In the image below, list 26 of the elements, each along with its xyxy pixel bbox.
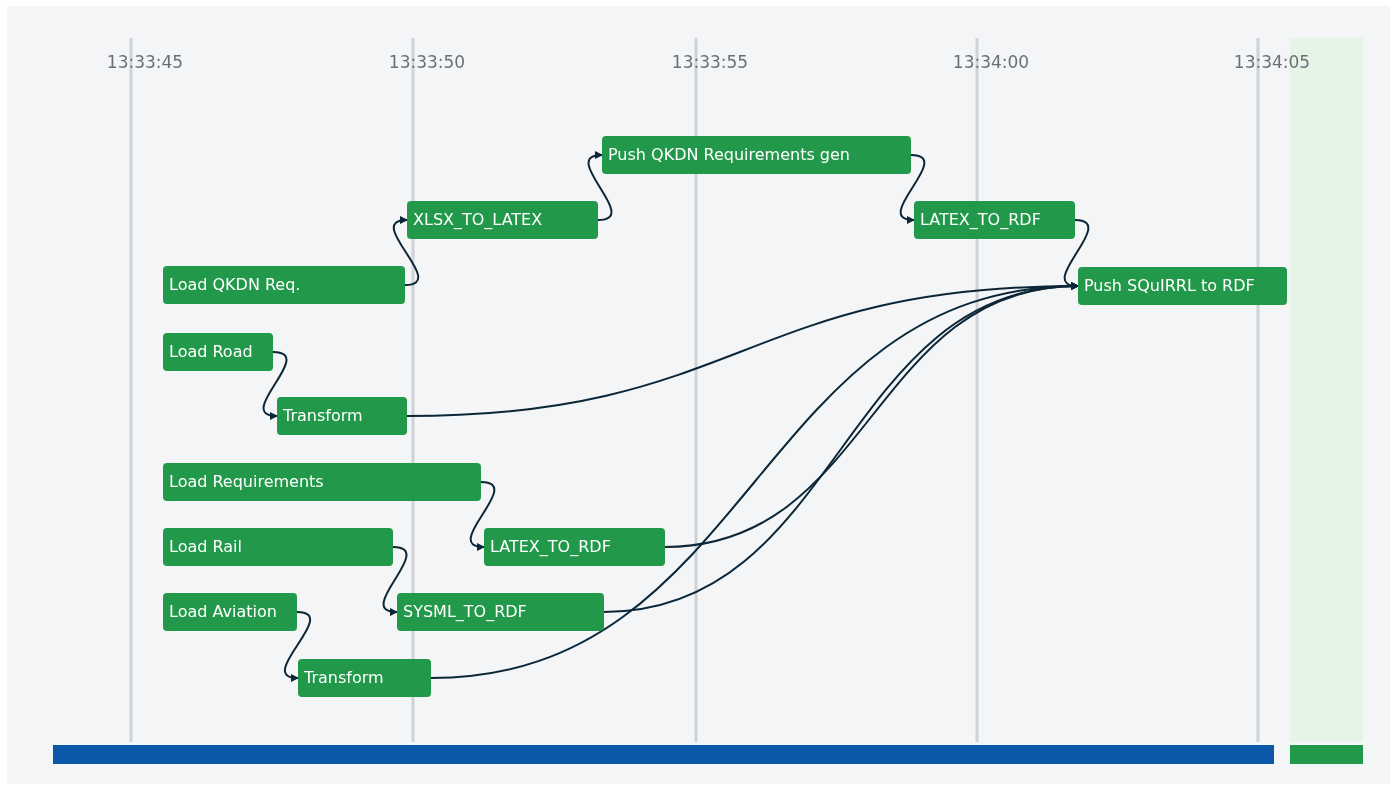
task-box: Transform xyxy=(298,659,431,697)
dependency-arrow xyxy=(382,546,408,615)
dependency-arrow xyxy=(284,611,311,681)
dependency-arrow xyxy=(899,154,926,223)
task-box: Push QKDN Requirements gen xyxy=(602,136,911,174)
task-box: SYSML_TO_RDF xyxy=(397,593,604,631)
dependency-arrow xyxy=(430,282,1079,679)
task-box: Load Requirements xyxy=(163,463,481,501)
time-label: 13:33:45 xyxy=(106,52,184,72)
task-box: XLSX_TO_LATEX xyxy=(407,201,598,239)
task-box: Load Aviation xyxy=(163,593,297,631)
dependency-arrow xyxy=(393,217,419,286)
dependency-arrow xyxy=(587,152,613,221)
time-label: 13:34:05 xyxy=(1233,52,1311,72)
task-box: LATEX_TO_RDF xyxy=(914,201,1075,239)
dependency-arrow xyxy=(262,351,288,419)
task-box: Load Rail xyxy=(163,528,393,566)
task-box: Push SQuIRRL to RDF xyxy=(1078,267,1287,305)
task-box: Load Road xyxy=(163,333,273,371)
time-label: 13:33:50 xyxy=(388,52,466,72)
task-box: Load QKDN Req. xyxy=(163,266,405,304)
task-box: Transform xyxy=(277,397,407,435)
task-box: LATEX_TO_RDF xyxy=(484,528,665,566)
dependency-arrow xyxy=(469,481,496,550)
time-label: 13:33:55 xyxy=(671,52,749,72)
time-label: 13:34:00 xyxy=(952,52,1030,72)
